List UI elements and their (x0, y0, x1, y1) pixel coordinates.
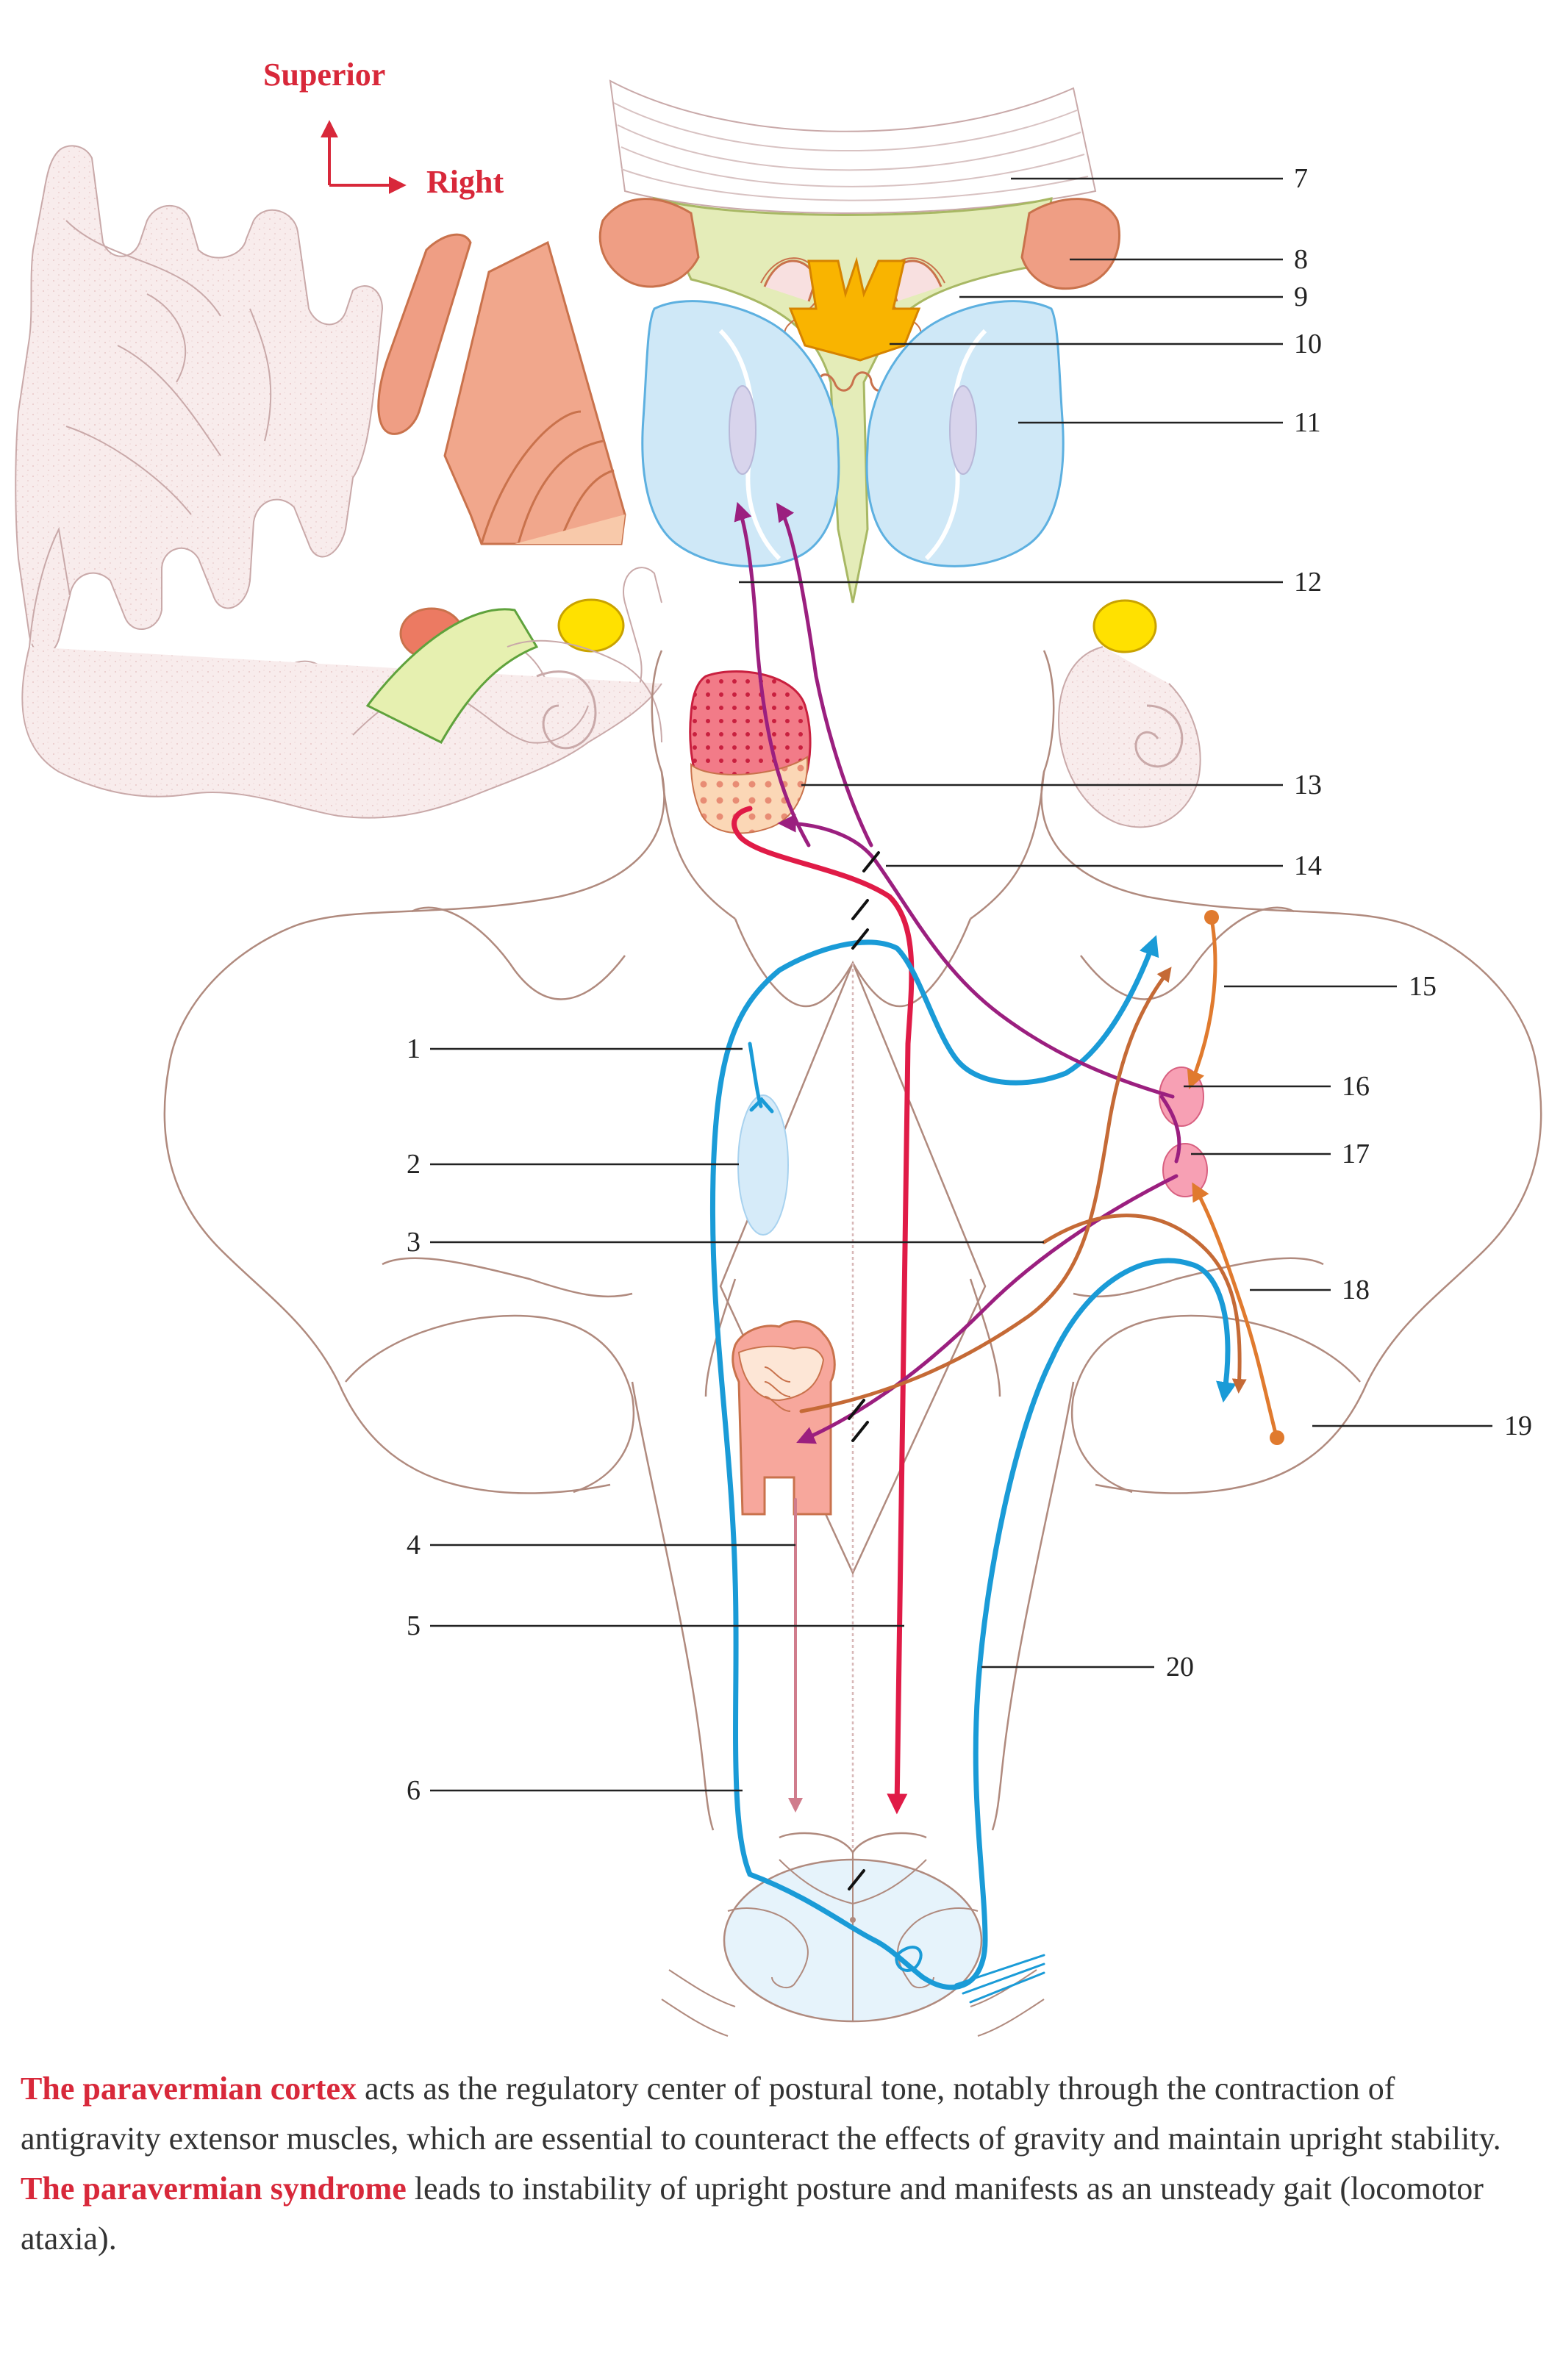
label-18: 18 (1342, 1275, 1370, 1305)
right-temporal-structures (1057, 599, 1201, 828)
orientation-marker: Superior Right (263, 57, 504, 200)
leader-lines (430, 177, 1492, 1792)
label-14: 14 (1294, 850, 1322, 881)
number-labels: 7 8 9 10 11 12 13 14 15 16 17 18 19 20 1… (407, 163, 1532, 1806)
label-16: 16 (1342, 1071, 1370, 1102)
caption-highlight-1: The paravermian cortex (21, 2071, 357, 2107)
label-4: 4 (407, 1530, 421, 1560)
third-ventricle-structure (788, 257, 921, 398)
label-7: 7 (1294, 163, 1308, 194)
label-10: 10 (1294, 329, 1322, 359)
diagram-svg: Superior Right (15, 57, 1542, 2037)
brainstem-cerebellum-outline (163, 650, 1542, 1985)
label-19: 19 (1504, 1411, 1532, 1441)
label-6: 6 (407, 1775, 421, 1806)
label-5: 5 (407, 1610, 421, 1641)
thalamus-left (641, 300, 840, 567)
label-11: 11 (1294, 407, 1321, 438)
thalamus-right (865, 300, 1065, 567)
superior-label: Superior (263, 57, 385, 93)
caudate-left (598, 198, 700, 288)
lentiform-nucleus (377, 233, 626, 545)
nucleus-2-blue (737, 1094, 789, 1236)
caption-text-1: acts as the regulatory center of postura… (21, 2071, 1501, 2157)
orange-pathway (1192, 1182, 1278, 1435)
label-8: 8 (1294, 244, 1308, 275)
label-13: 13 (1294, 770, 1322, 800)
label-17: 17 (1342, 1139, 1370, 1169)
caudate-right (1020, 198, 1121, 290)
right-label: Right (426, 164, 504, 200)
caption: The paravermian cortex acts as the regul… (21, 2064, 1542, 2264)
red-pathway (738, 835, 915, 1815)
label-2: 2 (407, 1149, 421, 1180)
caption-paragraph-2: The paravermian syndrome leads to instab… (21, 2164, 1542, 2264)
purple-pathway (777, 814, 1175, 1099)
label-9: 9 (1294, 282, 1308, 312)
inferior-olive (732, 1320, 836, 1516)
diagram-canvas: Superior Right (15, 57, 1542, 2037)
pathways (709, 501, 1284, 2004)
label-1: 1 (407, 1033, 421, 1064)
brown-pathway (799, 967, 1172, 1413)
caption-text-2: leads to instability of upright posture … (21, 2171, 1484, 2257)
label-3: 3 (407, 1227, 421, 1258)
label-12: 12 (1294, 567, 1322, 598)
caption-highlight-2: The paravermian syndrome (21, 2171, 407, 2207)
corpus-callosum (609, 79, 1097, 214)
label-20: 20 (1166, 1652, 1194, 1682)
left-temporal-structures (365, 598, 662, 750)
caption-paragraph-1: The paravermian cortex acts as the regul… (21, 2064, 1542, 2164)
blue-pathway (747, 1258, 1237, 1990)
label-15: 15 (1409, 971, 1437, 1002)
spinal-cord-section (661, 1832, 1045, 2037)
